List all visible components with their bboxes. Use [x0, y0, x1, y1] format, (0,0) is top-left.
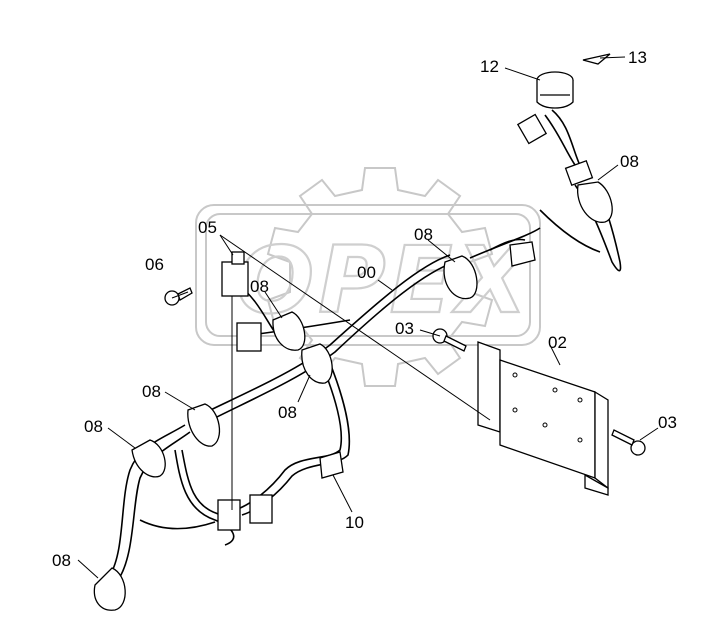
- connector-12: [516, 71, 594, 187]
- clamps-08: [93, 181, 613, 611]
- callout-08-center: 08: [278, 403, 297, 422]
- bolts: [164, 287, 646, 456]
- callout-08-far-left: 08: [84, 417, 103, 436]
- callout-06: 06: [145, 255, 164, 274]
- callout-08-upper: 08: [414, 225, 433, 244]
- callout-08-right: 08: [620, 152, 639, 171]
- callout-08-bottom: 08: [52, 551, 71, 570]
- callout-05: 05: [198, 218, 217, 237]
- tie-10: [319, 451, 344, 479]
- callout-10: 10: [345, 513, 364, 532]
- relay-05: [217, 251, 273, 531]
- callout-08-left: 08: [142, 382, 161, 401]
- callout-02: 02: [548, 333, 567, 352]
- callout-08-mid-left: 08: [250, 277, 269, 296]
- bracket-02: [477, 341, 609, 496]
- callout-labels: 13 12 08 05 08 06 00 08 03 02 08 08 03 0…: [52, 48, 677, 570]
- callout-12: 12: [480, 57, 499, 76]
- callout-03-mid: 03: [395, 319, 414, 338]
- callout-03-right: 03: [658, 413, 677, 432]
- leader-lines: [77, 56, 659, 579]
- part-13: [582, 53, 611, 65]
- callout-13: 13: [628, 48, 647, 67]
- callout-00: 00: [357, 263, 376, 282]
